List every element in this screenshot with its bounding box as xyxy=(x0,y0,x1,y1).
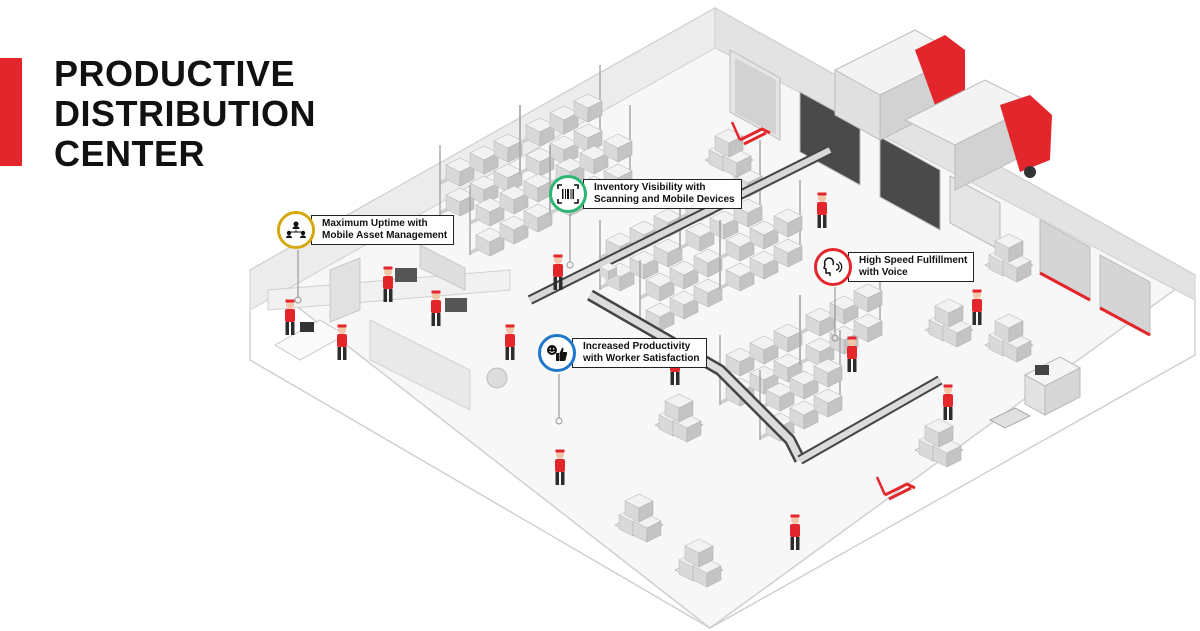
smile-thumbs-up-icon xyxy=(547,345,568,361)
callout-label: Inventory Visibility with Scanning and M… xyxy=(583,179,742,209)
callout-subtitle: Scanning and Mobile Devices xyxy=(594,194,735,205)
callout-subtitle: with Worker Satisfaction xyxy=(583,353,700,364)
callout-label: Maximum Uptime with Mobile Asset Managem… xyxy=(311,215,455,245)
packing-station xyxy=(988,356,1082,429)
voice-head-icon xyxy=(823,257,843,276)
callout-title: Maximum Uptime with xyxy=(322,218,428,229)
callout-leader-lines xyxy=(294,214,839,425)
callout-title: High Speed Fulfillment xyxy=(859,255,968,266)
callout-label: High Speed Fulfillment with Voice xyxy=(848,252,975,282)
callout-inventory-visibility: Inventory Visibility with Scanning and M… xyxy=(549,175,742,213)
page-title: PRODUCTIVE DISTRIBUTION CENTER xyxy=(54,54,316,174)
callout-label: Increased Productivity with Worker Satis… xyxy=(572,338,707,368)
callout-high-speed-fulfillment: High Speed Fulfillment with Voice xyxy=(814,248,975,286)
control-office xyxy=(267,244,515,411)
callout-title: Increased Productivity xyxy=(583,341,691,352)
callout-maximum-uptime: Maximum Uptime with Mobile Asset Managem… xyxy=(277,211,455,249)
conveyor-belts xyxy=(527,145,943,465)
callout-increased-productivity: Increased Productivity with Worker Satis… xyxy=(538,334,707,372)
barcode-scan-icon xyxy=(557,184,579,204)
title-accent-bar xyxy=(0,58,22,166)
title-line-1: PRODUCTIVE xyxy=(54,53,296,94)
callout-badge xyxy=(549,175,587,213)
callout-badge xyxy=(814,248,852,286)
callout-subtitle: Mobile Asset Management xyxy=(322,230,448,241)
callout-subtitle: with Voice xyxy=(859,267,908,278)
callout-badge xyxy=(277,211,315,249)
callout-title: Inventory Visibility with xyxy=(594,182,706,193)
callout-badge xyxy=(538,334,576,372)
loading-dock-doors xyxy=(729,49,1151,337)
title-line-2: DISTRIBUTION xyxy=(54,93,316,134)
network-people-icon xyxy=(286,221,306,238)
title-line-3: CENTER xyxy=(54,133,206,174)
delivery-truck xyxy=(833,29,1052,191)
warehouse-floor xyxy=(248,7,1197,629)
